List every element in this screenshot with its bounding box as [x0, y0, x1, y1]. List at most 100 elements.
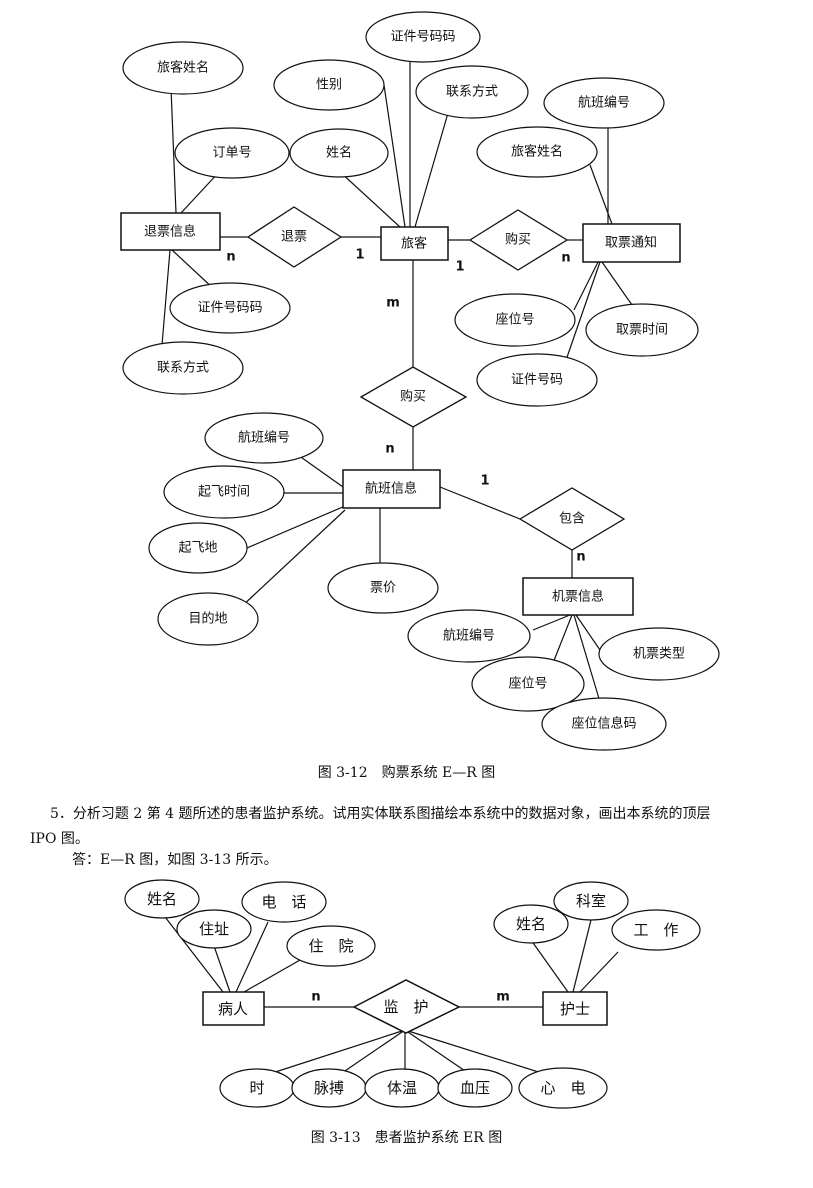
attr-notice-passenger-name: [476, 126, 598, 178]
question-line-2: IPO 图。: [30, 831, 89, 847]
attr-blood-pressure: [437, 1068, 513, 1108]
attr-passenger-id-no-label: 证件号码码: [390, 30, 455, 45]
attr-nurse-department-label: 科室: [576, 892, 606, 910]
cardinality-patient-n: n: [311, 990, 320, 1005]
attr-nurse-department: [553, 881, 629, 921]
attr-passenger-contact: [415, 65, 529, 119]
attr-flight-price-label: 票价: [370, 581, 396, 596]
patient-monitoring-er-diagram: 病人 护士 监 护 姓名 住址 电 话 住 院 姓名 科室 工 作 时 脉搏 体…: [124, 879, 701, 1109]
relationship-buy-mid-label: 购买: [400, 389, 426, 405]
entity-ticket-notice: [582, 223, 681, 263]
relationship-buy-top-label: 购买: [505, 232, 531, 248]
entity-refund-info-label: 退票信息: [144, 224, 196, 240]
attr-notice-pickup-time: [585, 303, 699, 357]
cardinality-refund-n: n: [226, 250, 235, 265]
relationship-monitor: [352, 979, 461, 1034]
attr-passenger-gender: [273, 59, 385, 111]
attr-ecg: [518, 1067, 608, 1109]
cardinality-buy-top-n: n: [561, 251, 570, 266]
attr-ticket-type-label: 机票类型: [633, 647, 685, 662]
entity-patient: [202, 991, 265, 1026]
relationship-refund-label: 退票: [281, 230, 307, 245]
cardinality-buy-top-1: 1: [455, 260, 464, 275]
attr-flight-destination-label: 目的地: [188, 611, 227, 627]
attr-passenger-name-label: 姓名: [326, 145, 352, 161]
question-line-1: 5．分析习题 2 第 4 题所述的患者监护系统。试用实体联系图描绘本系统中的数据…: [50, 806, 711, 822]
attr-nurse-name: [493, 904, 569, 944]
attr-patient-name: [124, 879, 200, 919]
attr-flight-origin: [148, 522, 248, 574]
entity-refund-info: [120, 212, 221, 251]
attr-flight-flight-no: [204, 412, 324, 464]
relationship-refund: [246, 206, 343, 268]
attr-notice-id-no-label: 证件号码: [511, 373, 563, 388]
answer-text: 答：E—R 图，如图 3-13 所示。: [72, 852, 278, 868]
attr-pulse-label: 脉搏: [314, 1079, 344, 1097]
entity-ticket-notice-label: 取票通知: [605, 235, 657, 251]
entity-patient-label: 病人: [218, 1000, 248, 1018]
attr-refund-passenger-name-label: 旅客姓名: [157, 60, 209, 76]
attr-patient-hospitalized: [286, 925, 376, 967]
cardinality-refund-1: 1: [355, 248, 364, 263]
question-text: 5．分析习题 2 第 4 题所述的患者监护系统。试用实体联系图描绘本系统中的数据…: [50, 803, 785, 825]
attr-patient-phone-label: 电 话: [261, 893, 306, 911]
attr-refund-order-no-label: 订单号: [212, 146, 251, 161]
attr-blood-pressure-label: 血压: [460, 1079, 490, 1097]
attr-ticket-flight-no: [407, 609, 531, 663]
figure-caption-3-12: 图 3-12 购票系统 E—R 图: [317, 765, 496, 781]
relationship-buy-top: [468, 209, 569, 271]
attr-notice-seat-no-label: 座位号: [495, 313, 534, 328]
relationship-contain-label: 包含: [559, 511, 585, 527]
attr-temperature-label: 体温: [387, 1079, 417, 1097]
attr-refund-id-no-label: 证件号码码: [197, 301, 262, 316]
figure-caption-3-13: 图 3-13 患者监护系统 ER 图: [310, 1130, 503, 1146]
relationship-monitor-label: 监 护: [383, 998, 428, 1016]
attr-patient-phone: [241, 881, 327, 923]
entity-nurse-label: 护士: [560, 1000, 590, 1018]
attr-refund-order-no: [174, 127, 290, 179]
attr-passenger-name: [289, 128, 389, 178]
attr-ticket-type: [598, 627, 720, 681]
attr-notice-id-no: [476, 353, 598, 407]
attr-flight-destination: [157, 592, 259, 646]
attr-ticket-seat-no-label: 座位号: [508, 677, 547, 692]
attr-refund-contact-label: 联系方式: [157, 360, 209, 376]
attr-ticket-seat-info-code-label: 座位信息码: [571, 716, 636, 732]
entity-passenger: [380, 226, 449, 261]
relationship-buy-mid: [359, 366, 468, 428]
attr-patient-address-label: 住址: [199, 920, 229, 938]
attr-passenger-id-no: [365, 11, 481, 63]
entity-nurse: [542, 991, 608, 1026]
cardinality-contain-1: 1: [480, 474, 489, 489]
attr-flight-departure-time-label: 起飞时间: [198, 485, 250, 500]
cardinality-nurse-m: m: [496, 990, 510, 1005]
purchase-system-er-diagram: 退票信息 旅客 取票通知 航班信息 机票信息 退票 购买 购买 包含 旅客姓名 …: [120, 11, 720, 751]
attr-refund-id-no: [169, 282, 291, 334]
relationship-contain: [518, 487, 626, 551]
cardinality-buy-mid-m: m: [386, 296, 400, 311]
attr-flight-price: [327, 562, 439, 614]
entity-ticket-info: [522, 577, 634, 616]
attr-nurse-name-label: 姓名: [516, 915, 546, 933]
attr-ecg-label: 心 电: [540, 1079, 585, 1097]
attr-nurse-work-label: 工 作: [633, 921, 678, 939]
attr-ticket-seat-info-code: [541, 697, 667, 751]
attr-time-label: 时: [249, 1079, 264, 1097]
attr-refund-passenger-name: [122, 41, 244, 95]
attr-flight-origin-label: 起飞地: [178, 541, 217, 556]
attr-passenger-contact-label: 联系方式: [446, 84, 498, 100]
attr-notice-flight-no: [543, 77, 665, 129]
attr-nurse-work: [611, 909, 701, 951]
attr-notice-passenger-name-label: 旅客姓名: [511, 144, 563, 160]
attr-notice-pickup-time-label: 取票时间: [616, 323, 668, 338]
attr-patient-hospitalized-label: 住 院: [308, 937, 353, 955]
entity-flight-info: [342, 469, 441, 509]
entity-flight-info-label: 航班信息: [365, 481, 417, 497]
attr-ticket-flight-no-label: 航班编号: [443, 628, 495, 644]
cardinality-contain-n: n: [576, 550, 585, 565]
attr-notice-flight-no-label: 航班编号: [578, 95, 630, 111]
attr-patient-address: [176, 909, 252, 949]
attr-ticket-seat-no: [471, 656, 585, 712]
attr-flight-departure-time: [163, 465, 285, 519]
cardinality-buy-mid-n: n: [385, 442, 394, 457]
